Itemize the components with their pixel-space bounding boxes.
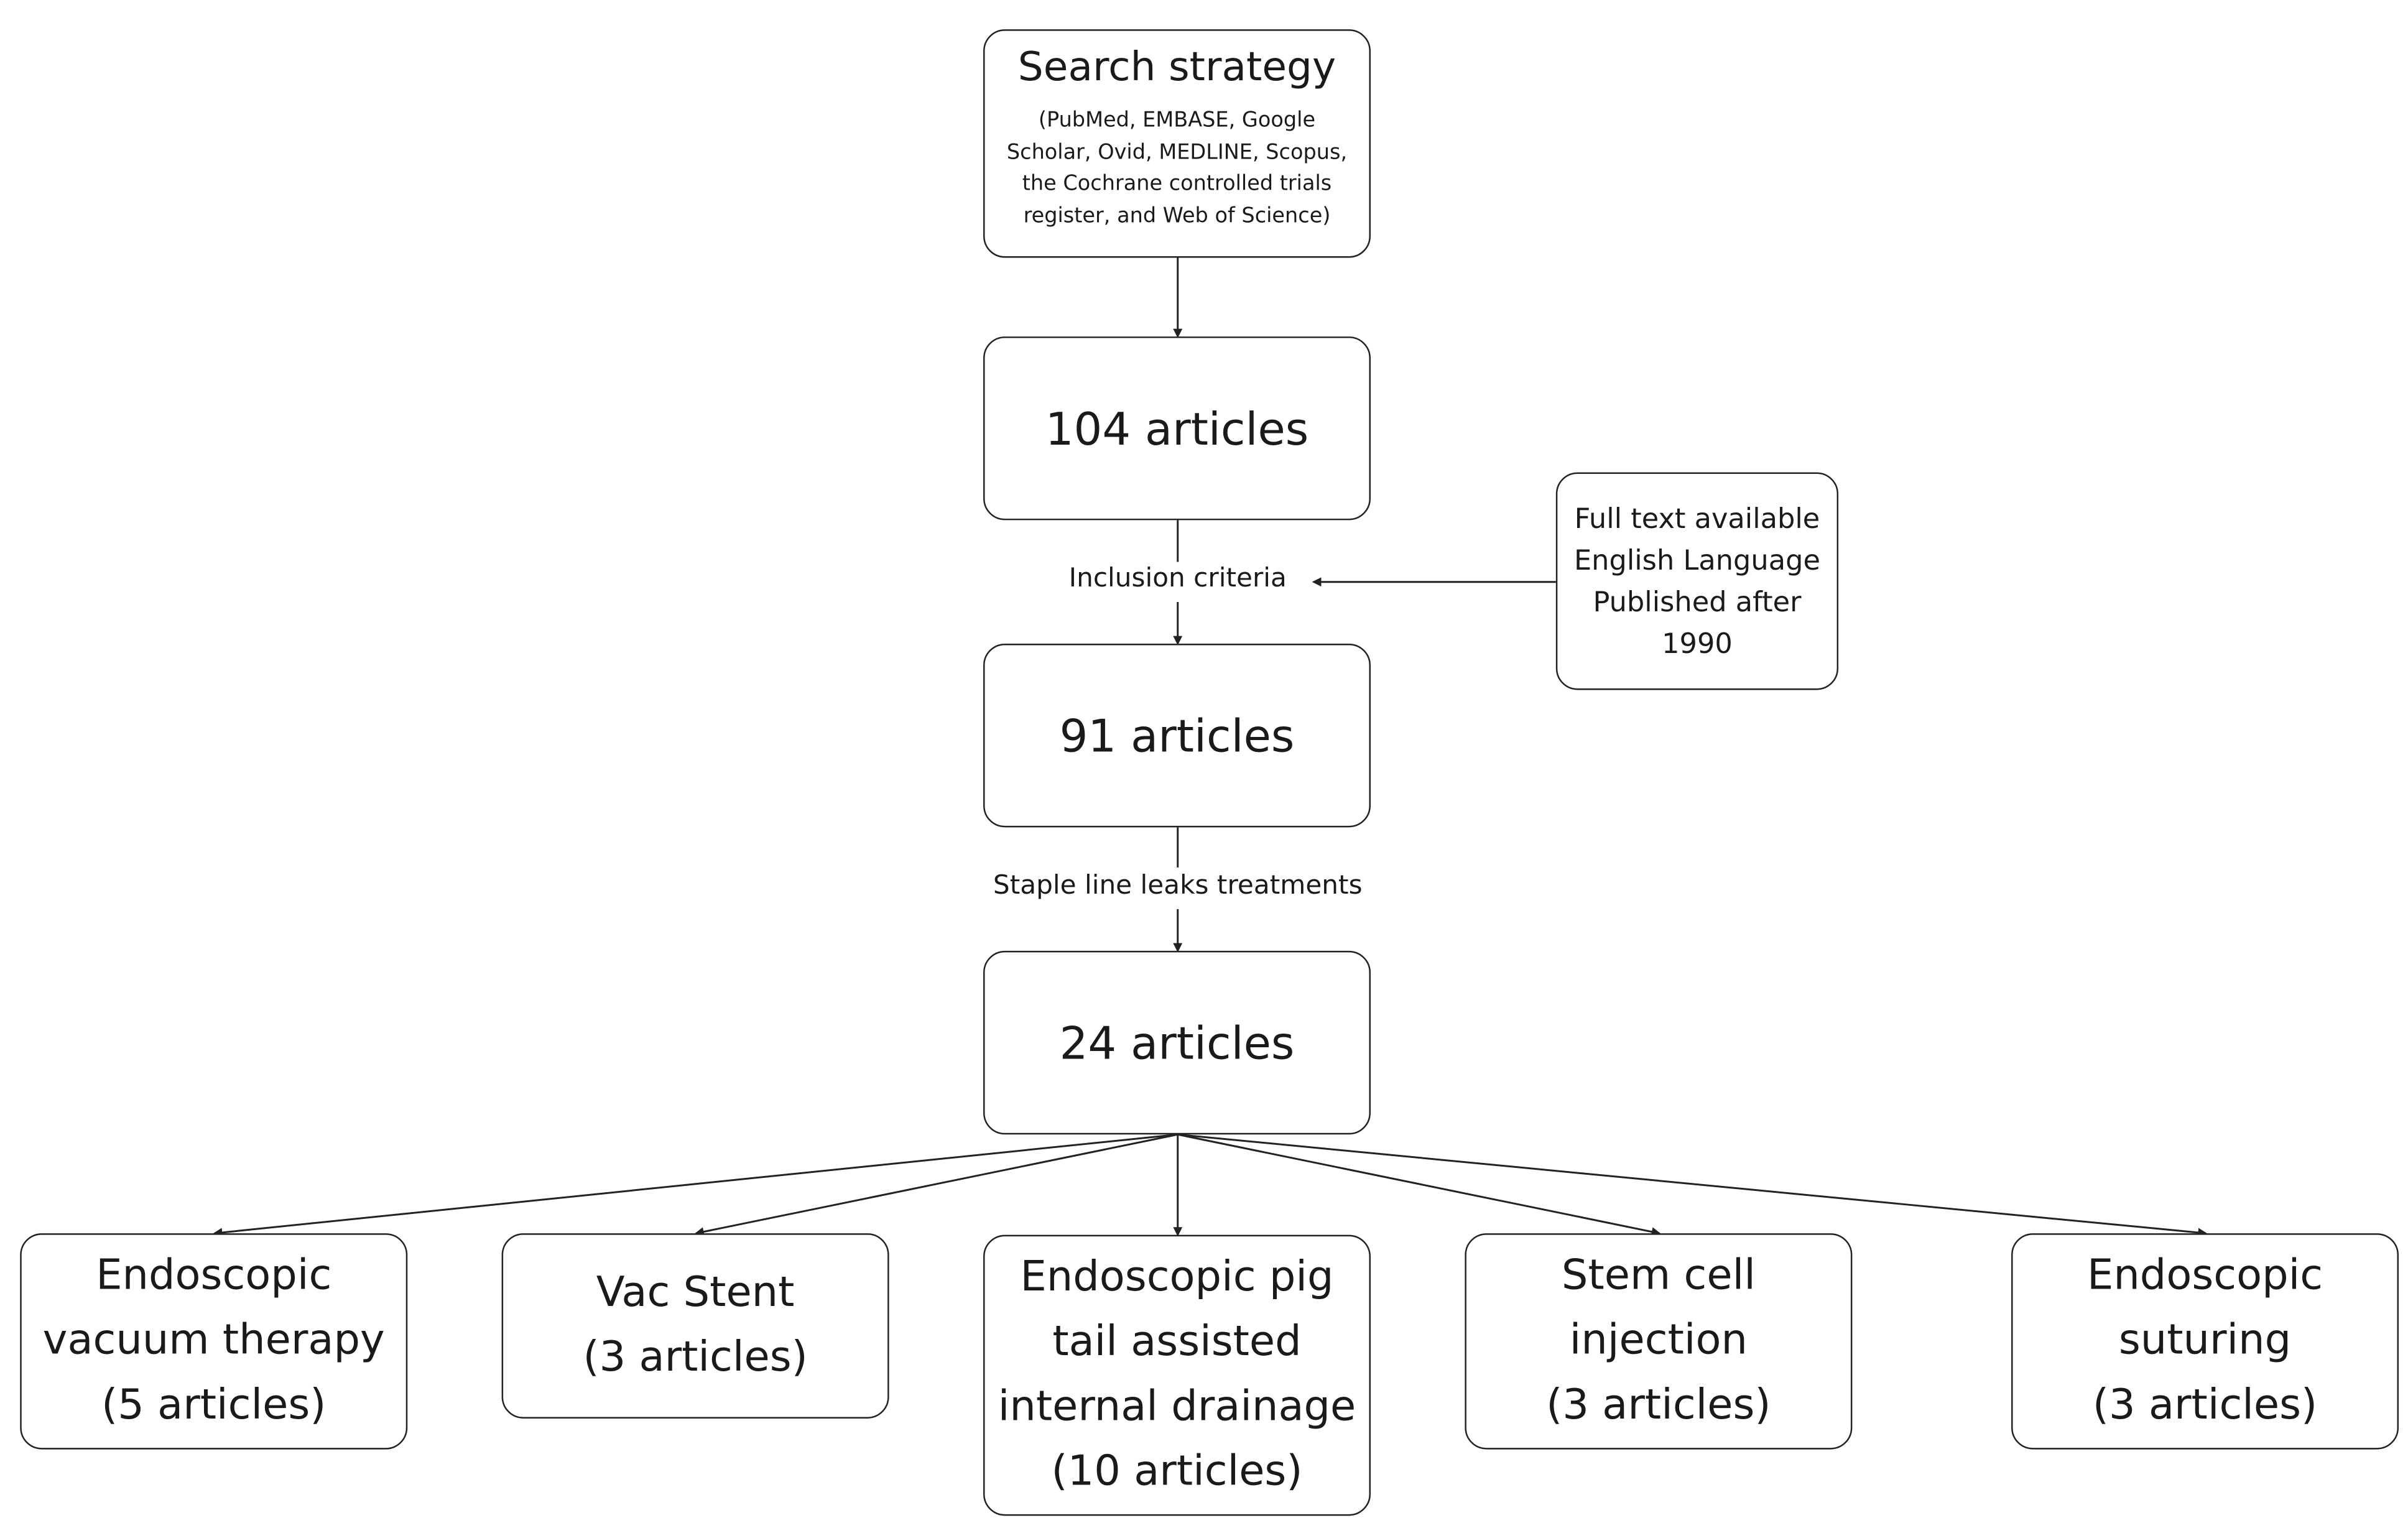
arrow-24-to-vacstent	[694, 1133, 1179, 1236]
category-line: suturing	[2118, 1317, 2292, 1365]
search-sources-line: register, and Web of Science)	[1023, 204, 1331, 229]
category-line: tail assisted	[1052, 1318, 1302, 1366]
search-sources: (PubMed, EMBASE, Google Scholar, Ovid, M…	[1007, 104, 1347, 234]
category-line: (3 articles)	[2092, 1381, 2318, 1430]
criteria-text: Full text available English Language Pub…	[1574, 498, 1820, 664]
category-line: (3 articles)	[1546, 1381, 1771, 1430]
category-line: injection	[1569, 1317, 1748, 1365]
category-line: Endoscopic	[96, 1252, 332, 1300]
arrow-24-to-suturing	[1177, 1133, 2208, 1238]
category-line: Endoscopic pig	[1020, 1254, 1334, 1302]
category-vac-stent: Vac Stent (3 articles)	[501, 1233, 889, 1419]
search-strategy-title: Search strategy	[1017, 44, 1336, 91]
category-label: Stem cell injection (3 articles)	[1546, 1244, 1771, 1438]
category-label: Vac Stent (3 articles)	[583, 1261, 807, 1391]
category-label: Endoscopic pig tail assisted internal dr…	[998, 1246, 1356, 1504]
category-line: (3 articles)	[583, 1333, 808, 1382]
category-label: Endoscopic vacuum therapy (5 articles)	[43, 1244, 385, 1438]
staple-line-label: Staple line leaks treatments	[984, 870, 1372, 902]
stage-104-label: 104 articles	[1045, 402, 1309, 455]
arrow-24-to-vacuum	[213, 1133, 1178, 1238]
category-line: vacuum therapy	[42, 1317, 385, 1365]
search-strategy-box: Search strategy (PubMed, EMBASE, Google …	[983, 29, 1371, 258]
category-line: internal drainage	[998, 1382, 1356, 1431]
category-vacuum-therapy: Endoscopic vacuum therapy (5 articles)	[20, 1233, 408, 1450]
stage-91-box: 91 articles	[983, 643, 1371, 828]
criteria-line: English Language	[1573, 544, 1820, 577]
category-line: Endoscopic	[2086, 1252, 2323, 1300]
search-sources-line: Scholar, Ovid, MEDLINE, Scopus,	[1006, 139, 1348, 165]
category-line: (5 articles)	[101, 1381, 326, 1430]
criteria-line: Full text available	[1574, 502, 1820, 535]
criteria-line: 1990	[1662, 627, 1733, 660]
category-stem-cell-injection: Stem cell injection (3 articles)	[1465, 1233, 1853, 1450]
category-line: Stem cell	[1561, 1252, 1756, 1300]
stage-24-label: 24 articles	[1059, 1016, 1295, 1069]
arrow-24-to-stemcell	[1177, 1133, 1661, 1236]
inclusion-criteria-label: Inclusion criteria	[1059, 563, 1296, 595]
category-line: Vac Stent	[596, 1269, 795, 1317]
stage-104-box: 104 articles	[983, 336, 1371, 521]
criteria-box: Full text available English Language Pub…	[1555, 472, 1839, 690]
stage-24-box: 24 articles	[983, 950, 1371, 1135]
search-sources-line: the Cochrane controlled trials	[1022, 172, 1332, 197]
criteria-line: Published after	[1593, 585, 1802, 619]
category-pig-tail-drainage: Endoscopic pig tail assisted internal dr…	[983, 1234, 1371, 1516]
category-label: Endoscopic suturing (3 articles)	[2087, 1244, 2323, 1438]
category-line: (10 articles)	[1051, 1447, 1303, 1496]
search-sources-line: (PubMed, EMBASE, Google	[1038, 107, 1316, 132]
stage-91-label: 91 articles	[1059, 709, 1295, 762]
category-endoscopic-suturing: Endoscopic suturing (3 articles)	[2011, 1233, 2399, 1450]
